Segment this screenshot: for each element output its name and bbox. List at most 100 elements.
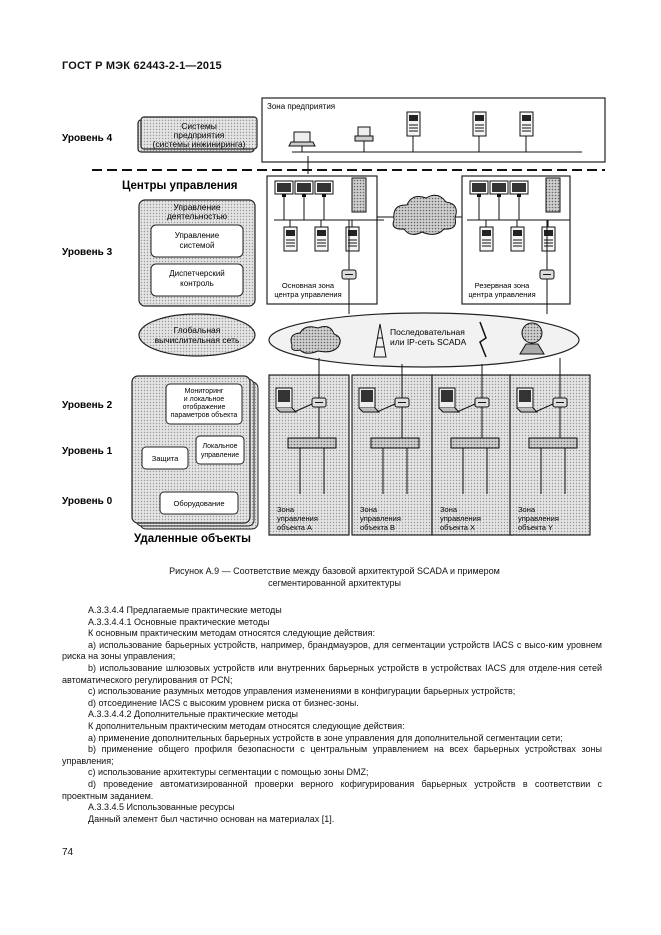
zone-a-line3: объекта А [277, 523, 312, 532]
paragraph: b) использование шлюзовых устройств или … [62, 662, 602, 685]
paragraph: А.3.3.4.5 Использованные ресурсы [88, 802, 235, 813]
figure-scada-architecture: Уровень 4 Уровень 3 Уровень 2 Уровень 1 … [62, 92, 607, 557]
paragraph: a) применение дополнительных барьерных у… [88, 732, 563, 743]
caption-line-1: Рисунок А.9 — Соответствие между базовой… [169, 566, 500, 576]
paragraph: А.3.3.4.4.1 Основные практические методы [88, 616, 270, 627]
body-text: А.3.3.4.4 Предлагаемые практические мето… [62, 605, 602, 825]
paragraph: К основным практическим методам относятс… [88, 628, 375, 639]
server-icon [541, 226, 556, 252]
workstation-icon [354, 126, 374, 152]
monitoring-line4: параметров объекта [171, 411, 238, 419]
zone-a-line2: управления [277, 514, 318, 523]
object-zone-y: Зона управления объекта Y [509, 358, 591, 536]
satellite-dish-icon [519, 322, 545, 355]
enterprise-systems-line3: (системы инжиниринга) [153, 139, 246, 149]
paragraph: c) использование архитектуры сегментации… [88, 767, 369, 778]
server-icon [519, 111, 534, 137]
zone-x-line3: объекта X [440, 523, 475, 532]
level-1-label: Уровень 1 [62, 446, 113, 457]
firewall-icon [351, 177, 367, 213]
zone-b-line1: Зона [360, 505, 378, 514]
level-0-label: Уровень 0 [62, 496, 113, 507]
local-control-line1: Локальное [203, 443, 238, 450]
dispatch-control-line1: Диспетчерский [169, 269, 225, 278]
server-icon [406, 111, 421, 137]
system-management-line1: Управление [175, 231, 220, 240]
paragraph: a) использование барьерных устройств, на… [62, 639, 602, 662]
paragraph: c) использование разумных методов управл… [88, 686, 516, 697]
zone-b-line2: управления [360, 514, 401, 523]
control-centers-title: Центры управления [122, 180, 238, 192]
object-zone-x: Зона управления объекта X [431, 364, 513, 536]
backup-zone-line2: центра управления [468, 290, 535, 299]
radio-tower-icon [373, 323, 387, 358]
activity-management-box: Управление деятельностью Управление сист… [138, 199, 256, 307]
server-icon [479, 226, 494, 252]
lightning-icon [479, 321, 487, 358]
wan-box: Глобальная вычислительная сеть [138, 313, 256, 357]
server-icon [283, 226, 298, 252]
level-2-label: Уровень 2 [62, 400, 113, 411]
zone-b-line3: объекта В [360, 523, 395, 532]
paragraph: А.3.3.4.4.2 Дополнительные практические … [88, 709, 298, 720]
dispatch-control-line2: контроль [180, 279, 214, 288]
page-number: 74 [62, 847, 74, 858]
remote-objects-box: Мониторинг и локальное отображение парам… [131, 375, 259, 530]
wan-line2: вычислительная сеть [155, 335, 240, 345]
zone-y-line2: управления [518, 514, 559, 523]
paragraph: Данный элемент был частично основан на м… [88, 813, 335, 824]
level-3-label: Уровень 3 [62, 247, 113, 258]
monitoring-line1: Мониторинг [185, 388, 224, 395]
paragraph: d) отсоединение IACS с высоким уровнем р… [88, 697, 359, 708]
zone-x-line1: Зона [440, 505, 458, 514]
cloud-icon [290, 326, 341, 354]
paragraph: d) проведение автоматизированной проверк… [62, 778, 602, 801]
primary-zone-line2: центра управления [274, 290, 341, 299]
local-control-line2: управление [201, 452, 239, 459]
server-icon [472, 111, 487, 137]
monitoring-line2: и локальное [184, 396, 225, 403]
activity-management-line2: деятельностью [167, 211, 228, 221]
zone-y-line1: Зона [518, 505, 536, 514]
server-icon [510, 226, 525, 252]
object-zone-a: Зона управления объекта А [268, 358, 350, 536]
paragraph: b) применение общего профиля безопасност… [62, 744, 602, 766]
architecture-diagram: Уровень 4 Уровень 3 Уровень 2 Уровень 1 … [62, 97, 606, 545]
activity-management-line1: Управление [173, 202, 221, 212]
backup-zone-line1: Резервная зона [475, 281, 530, 290]
scada-network-line2: или IP-сеть SCADA [390, 337, 467, 347]
enterprise-zone-label: Зона предприятия [267, 102, 335, 111]
scada-network: Последовательная или IP-сеть SCADA [268, 312, 580, 368]
level-4-label: Уровень 4 [62, 133, 113, 144]
zone-a-line1: Зона [277, 505, 295, 514]
scada-network-line1: Последовательная [390, 327, 465, 337]
enterprise-systems-line1: Системы [181, 121, 217, 131]
paragraph: К дополнительным практическим методам от… [88, 720, 405, 731]
equipment-label: Оборудование [173, 499, 224, 508]
enterprise-systems-line2: предприятия [174, 130, 225, 140]
server-icon [314, 226, 329, 252]
monitoring-line3: отображение [183, 403, 226, 411]
remote-objects-title: Удаленные объекты [134, 533, 251, 545]
paragraph: А.3.3.4.4 Предлагаемые практические мето… [88, 605, 282, 615]
protection-label: Защита [152, 454, 179, 463]
router-icon [539, 269, 555, 280]
laptop-icon [288, 131, 316, 152]
router-icon [341, 269, 357, 280]
server-icon [345, 226, 360, 252]
wan-cloud-icon [392, 194, 457, 235]
figure-caption: Рисунок А.9 — Соответствие между базовой… [62, 565, 607, 589]
primary-control-zone: Основная зона центра управления [266, 175, 384, 305]
system-management-line2: системой [180, 241, 215, 250]
object-zone-b: Зона управления объекта В [351, 364, 433, 536]
enterprise-systems-box: Системы предприятия (системы инжиниринга… [137, 116, 258, 153]
wan-line1: Глобальная [174, 325, 221, 335]
enterprise-zone: Зона предприятия [261, 97, 606, 163]
zone-x-line2: управления [440, 514, 481, 523]
document-header: ГОСТ Р МЭК 62443-2-1—2015 [62, 60, 222, 72]
caption-line-2: сегментированной архитектуры [268, 578, 401, 588]
primary-zone-line1: Основная зона [282, 281, 335, 290]
backup-control-zone: Резервная зона центра управления [461, 175, 571, 305]
zone-y-line3: объекта Y [518, 523, 553, 532]
firewall-icon [545, 177, 561, 213]
